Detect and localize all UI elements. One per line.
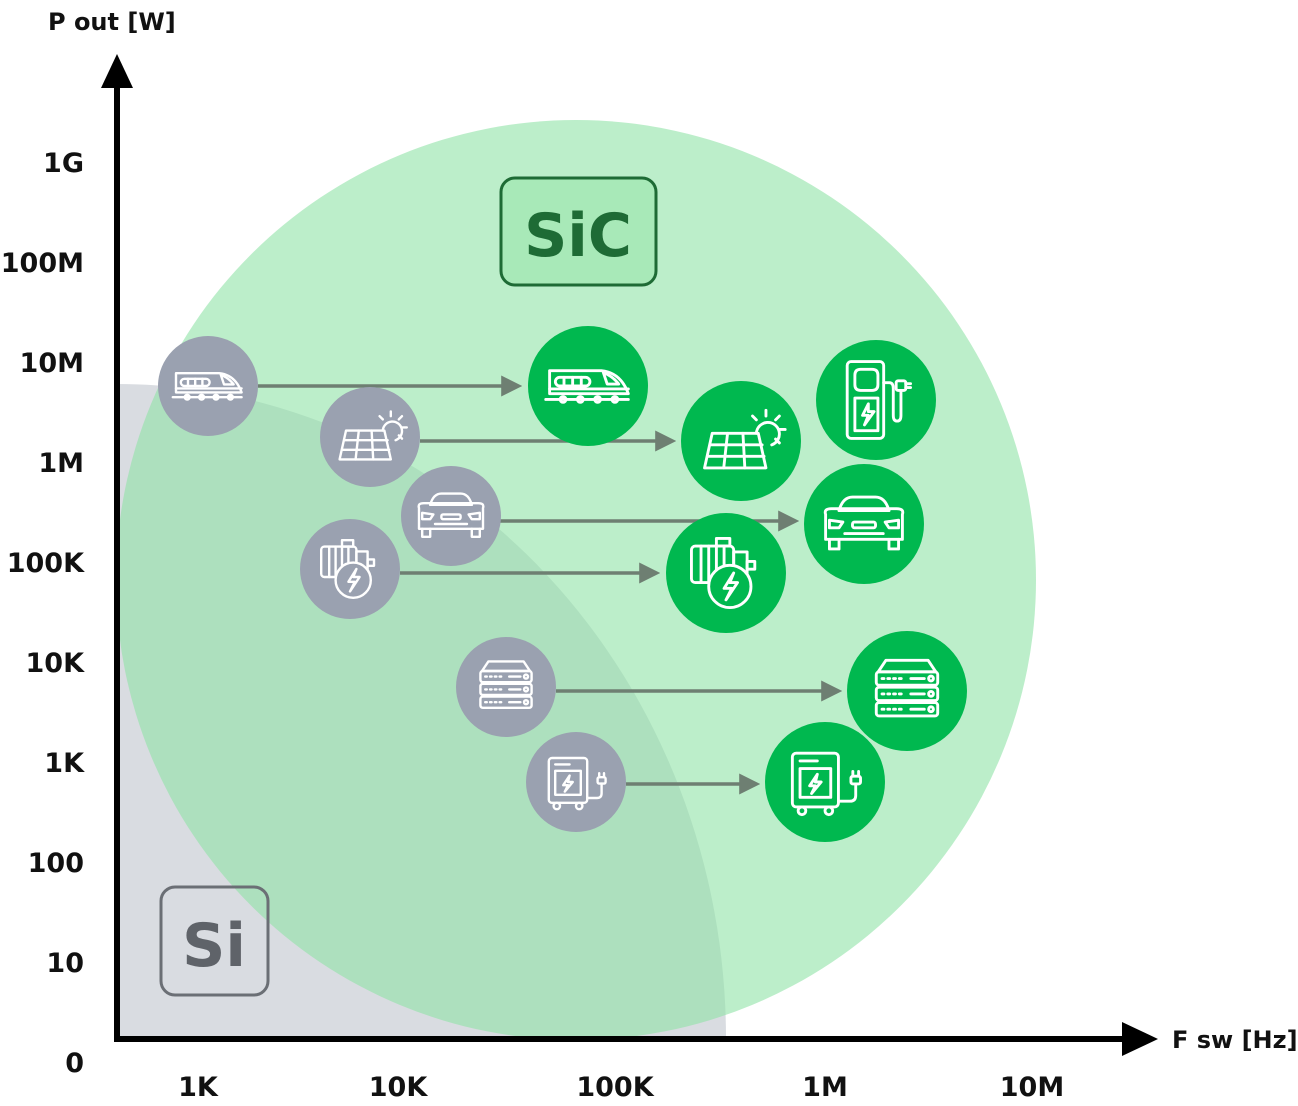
x-tick-label: 1M (802, 1072, 848, 1103)
si-solar-panel-icon (320, 387, 420, 487)
y-tick-label: 10 (46, 948, 84, 979)
sic-application-icons (528, 326, 967, 842)
si-car-icon (401, 466, 501, 566)
sic-solar-panel-icon (681, 381, 801, 501)
si-label-box: Si (159, 885, 270, 997)
y-tick-label: 1G (43, 148, 84, 179)
y-tick-label: 1K (44, 748, 85, 779)
y-tick-label: 100K (7, 548, 85, 579)
sic-motor-icon (666, 513, 786, 633)
y-tick-label: 100 (28, 848, 84, 879)
x-tick-label: 10K (369, 1072, 429, 1103)
si-motor-icon (300, 519, 400, 619)
axes (101, 54, 1158, 1056)
y-tick-label: 100M (1, 248, 84, 279)
sic-server-icon (847, 631, 967, 751)
y-tick-labels: 1G 100M 10M 1M 100K 10K 1K 100 10 0 (1, 148, 85, 1079)
y-tick-label: 10M (20, 348, 84, 379)
si-charger-icon (526, 732, 626, 832)
migration-arrows (258, 375, 843, 795)
si-train-icon (158, 336, 258, 436)
y-tick-label: 10K (26, 648, 86, 679)
x-tick-label: 1K (178, 1072, 219, 1103)
x-tick-label: 100K (576, 1072, 654, 1103)
sic-train-icon (528, 326, 648, 446)
si-application-icons (158, 336, 626, 832)
si-server-icon (456, 637, 556, 737)
y-tick-label: 1M (38, 448, 84, 479)
si-label: Si (182, 911, 246, 981)
sic-label-box: SiC (499, 176, 658, 287)
x-tick-label: 10M (1000, 1072, 1064, 1103)
y-axis-arrowhead (101, 54, 133, 88)
x-tick-labels: 1K 10K 100K 1M 10M (178, 1072, 1064, 1103)
x-axis-arrowhead (1122, 1022, 1158, 1056)
sic-car-icon (804, 464, 924, 584)
sic-ev-charging-station-icon (816, 340, 936, 460)
sic-charger-icon (765, 722, 885, 842)
y-tick-label: 0 (65, 1048, 84, 1079)
y-axis-title: P out [W] (48, 8, 176, 36)
x-axis-title: F sw [Hz] (1172, 1026, 1298, 1054)
sic-label: SiC (524, 201, 632, 271)
